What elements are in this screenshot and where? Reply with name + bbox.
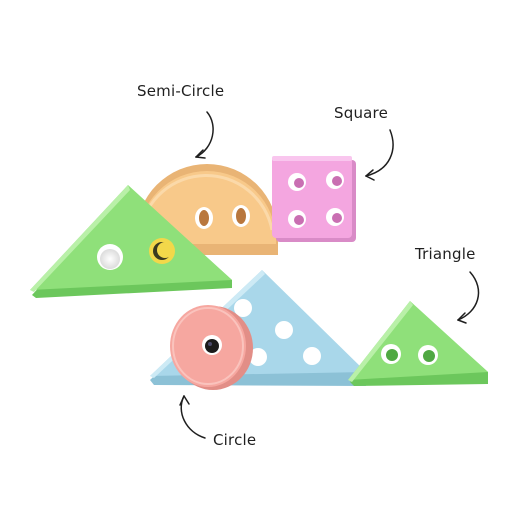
arrow-circle bbox=[179, 395, 206, 439]
arrow-semi-circle bbox=[195, 111, 214, 159]
green-triangle-large bbox=[30, 185, 232, 298]
blue-triangle-hole-1 bbox=[234, 299, 252, 317]
square-block bbox=[272, 156, 356, 242]
circle-block bbox=[170, 305, 253, 390]
label-circle: Circle bbox=[213, 431, 257, 449]
blue-triangle-hole-3 bbox=[249, 348, 267, 366]
label-semi-circle: Semi-Circle bbox=[137, 82, 225, 100]
arrow-triangle bbox=[457, 271, 480, 324]
label-square: Square bbox=[334, 104, 389, 122]
blue-triangle-hole-2 bbox=[275, 321, 293, 339]
arrow-square bbox=[365, 129, 394, 181]
label-triangle: Triangle bbox=[415, 245, 476, 263]
green-triangle-small bbox=[348, 301, 488, 386]
blue-triangle-hole-4 bbox=[303, 347, 321, 365]
